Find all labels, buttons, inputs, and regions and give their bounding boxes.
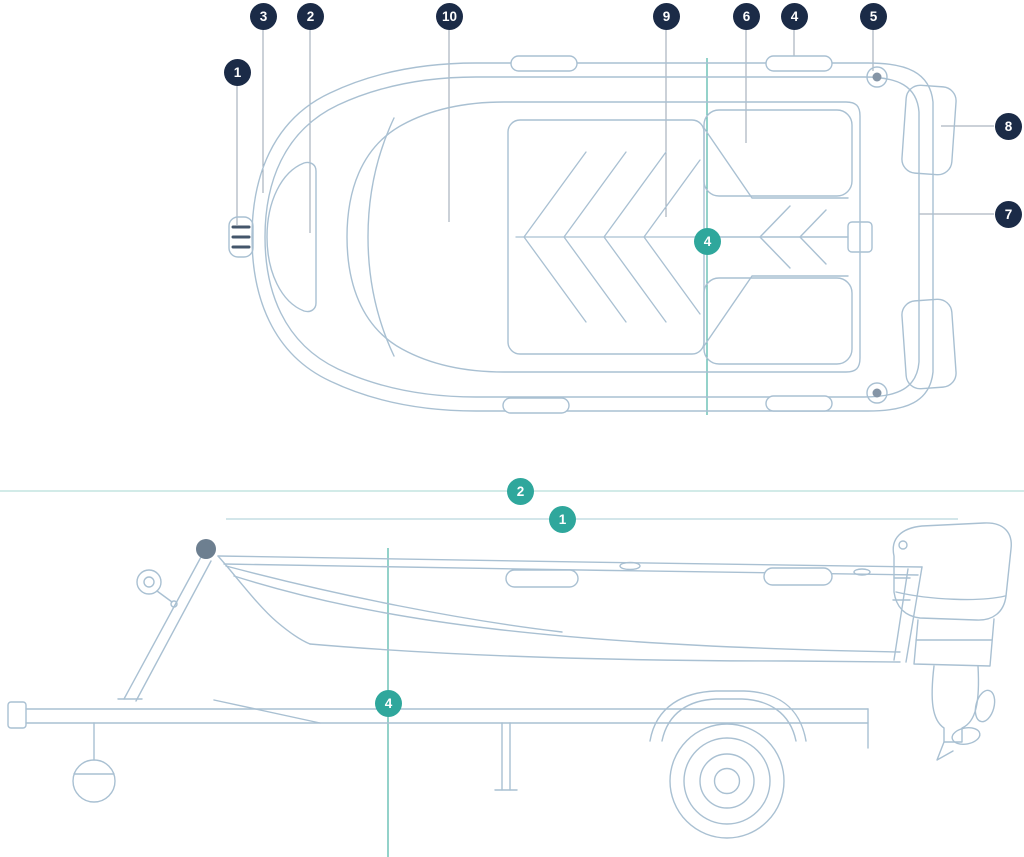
- propeller-blade-1: [974, 689, 996, 723]
- callout-2[interactable]: 2: [297, 3, 324, 30]
- callout-1[interactable]: 1: [224, 59, 251, 86]
- leader-lines: [236, 29, 994, 233]
- callout-9[interactable]: 9: [653, 3, 680, 30]
- skeg: [936, 741, 954, 761]
- bow-cleat: [228, 216, 254, 258]
- side-handle-rear: [763, 567, 833, 586]
- jockey-wheel: [72, 722, 116, 803]
- motor-midsection: [913, 618, 995, 667]
- measure-callout-4-top-view[interactable]: 4: [694, 228, 721, 255]
- bow-hatch: [266, 161, 317, 313]
- callout-6[interactable]: 6: [733, 3, 760, 30]
- hull-inner-outline: [264, 76, 920, 398]
- measure-callout-1-side-view[interactable]: 1: [549, 506, 576, 533]
- side-handle-front: [505, 569, 579, 588]
- hull-outer-outline: [251, 62, 934, 412]
- callout-5[interactable]: 5: [860, 3, 887, 30]
- hitch-coupler: [7, 701, 27, 729]
- side-view-boat-trailer: [7, 522, 1012, 839]
- callout-3[interactable]: 3: [250, 3, 277, 30]
- grab-handles: [502, 55, 833, 414]
- stern-pod-top: [901, 84, 957, 176]
- hull-side-profile: [217, 555, 923, 663]
- chine-line: [233, 575, 901, 653]
- chevron-floor-pattern: [515, 151, 701, 323]
- winch-drum: [136, 569, 162, 595]
- transom-edge: [905, 566, 923, 663]
- winch-post: [117, 539, 216, 702]
- cockpit-edge: [346, 101, 861, 373]
- motor-cowling: [892, 522, 1012, 621]
- callout-10[interactable]: 10: [436, 3, 463, 30]
- stern-seat-bottom: [703, 277, 853, 365]
- callout-7[interactable]: 7: [995, 201, 1022, 228]
- bow-stem: [217, 555, 311, 645]
- propeller-blade-2: [951, 727, 981, 745]
- center-channel: [699, 127, 873, 347]
- top-view-boat: [228, 55, 957, 414]
- callout-8[interactable]: 8: [995, 113, 1022, 140]
- sheer-line: [217, 555, 923, 568]
- trailer: [7, 539, 869, 839]
- trailer-wheel: [669, 723, 785, 839]
- callout-4[interactable]: 4: [781, 3, 808, 30]
- bow-roller: [196, 539, 216, 559]
- stern-seat-top: [703, 109, 853, 197]
- measure-callout-4-side-view[interactable]: 4: [375, 690, 402, 717]
- stern-pod-bottom: [901, 298, 957, 390]
- support-leg: [494, 722, 518, 791]
- outboard-motor: [892, 522, 1012, 761]
- deck-fitting: [619, 561, 641, 571]
- motor-mount-bottom: [866, 382, 888, 404]
- wheel-fender: [649, 690, 807, 742]
- measurement-lines: [0, 58, 1024, 857]
- foredeck-seam: [367, 117, 395, 357]
- trailer-diagonal: [213, 699, 321, 724]
- motor-lower-unit: [931, 665, 980, 743]
- motor-mount-top: [866, 66, 888, 88]
- measure-callout-2-side-view[interactable]: 2: [507, 478, 534, 505]
- keel-line: [309, 643, 901, 663]
